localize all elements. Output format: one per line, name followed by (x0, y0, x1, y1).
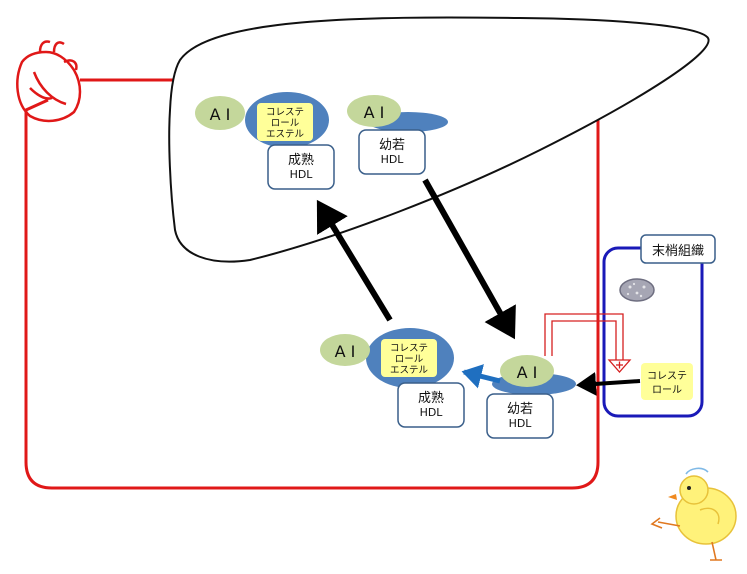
cholesterol-label-2: ロール (652, 385, 682, 396)
liver-nascent-apo-ai (347, 95, 401, 127)
peripheral-tissue-label: 末梢組織 (652, 244, 704, 259)
liver-ester-label-1: コレステ (266, 107, 304, 118)
cholesterol-label-1: コレステ (647, 371, 687, 382)
liver-nascent-ai-label: A I (364, 103, 385, 122)
blood-ester-label-3: エステル (390, 365, 429, 376)
liver-nascent-label-2: HDL (381, 153, 405, 166)
blood-mature-ai-label: A I (335, 342, 356, 361)
arrow-maturation (461, 364, 501, 389)
blood-mature-hdl-box (397, 382, 465, 428)
blood-nascent-apo-ai (500, 355, 554, 387)
blood-ester-label-1: コレステ (390, 343, 428, 354)
liver-ester-label-2: ロール (271, 118, 300, 129)
blood-mature-label-1: 成熟 (418, 390, 444, 406)
blood-nascent-label-2: HDL (509, 417, 533, 430)
liver-mature-ai-label: A I (210, 105, 231, 124)
blood-nascent-hdl-box (486, 393, 554, 439)
blood-ester-label-2: ロール (395, 354, 424, 365)
liver-mature-apo-ai (195, 96, 245, 130)
liver-nascent-hdl-box (358, 129, 426, 175)
liver-mature-ester-box (257, 103, 313, 141)
heart-icon (16, 40, 82, 123)
liver-ester-label-3: エステル (266, 129, 305, 140)
liver-nascent-label-1: 幼若 (379, 137, 405, 153)
blood-mature-apo-ai (320, 334, 370, 366)
cell-texture (626, 282, 646, 298)
liver-mature-label-2: HDL (290, 168, 314, 181)
blood-mature-ester-box (381, 339, 437, 377)
liver-mature-label-1: 成熟 (288, 152, 314, 168)
blood-mature-label-2: HDL (420, 406, 444, 419)
circulation-loop (24, 78, 600, 490)
chick-icon (650, 467, 737, 561)
liver-mature-hdl-box (267, 144, 335, 190)
liver-outline (168, 16, 710, 263)
blood-nascent-label-1: 幼若 (507, 401, 533, 417)
activation-arrow (544, 313, 632, 373)
cholesterol-box (641, 363, 693, 400)
arrow-liver-to-blood (422, 178, 516, 340)
blood-nascent-ai-label: A I (517, 363, 538, 382)
peripheral-tissue-label-box (640, 234, 716, 264)
arrow-tissue-to-hdl (576, 371, 641, 396)
arrow-blood-to-liver (316, 199, 393, 322)
cell-icon (619, 278, 655, 302)
